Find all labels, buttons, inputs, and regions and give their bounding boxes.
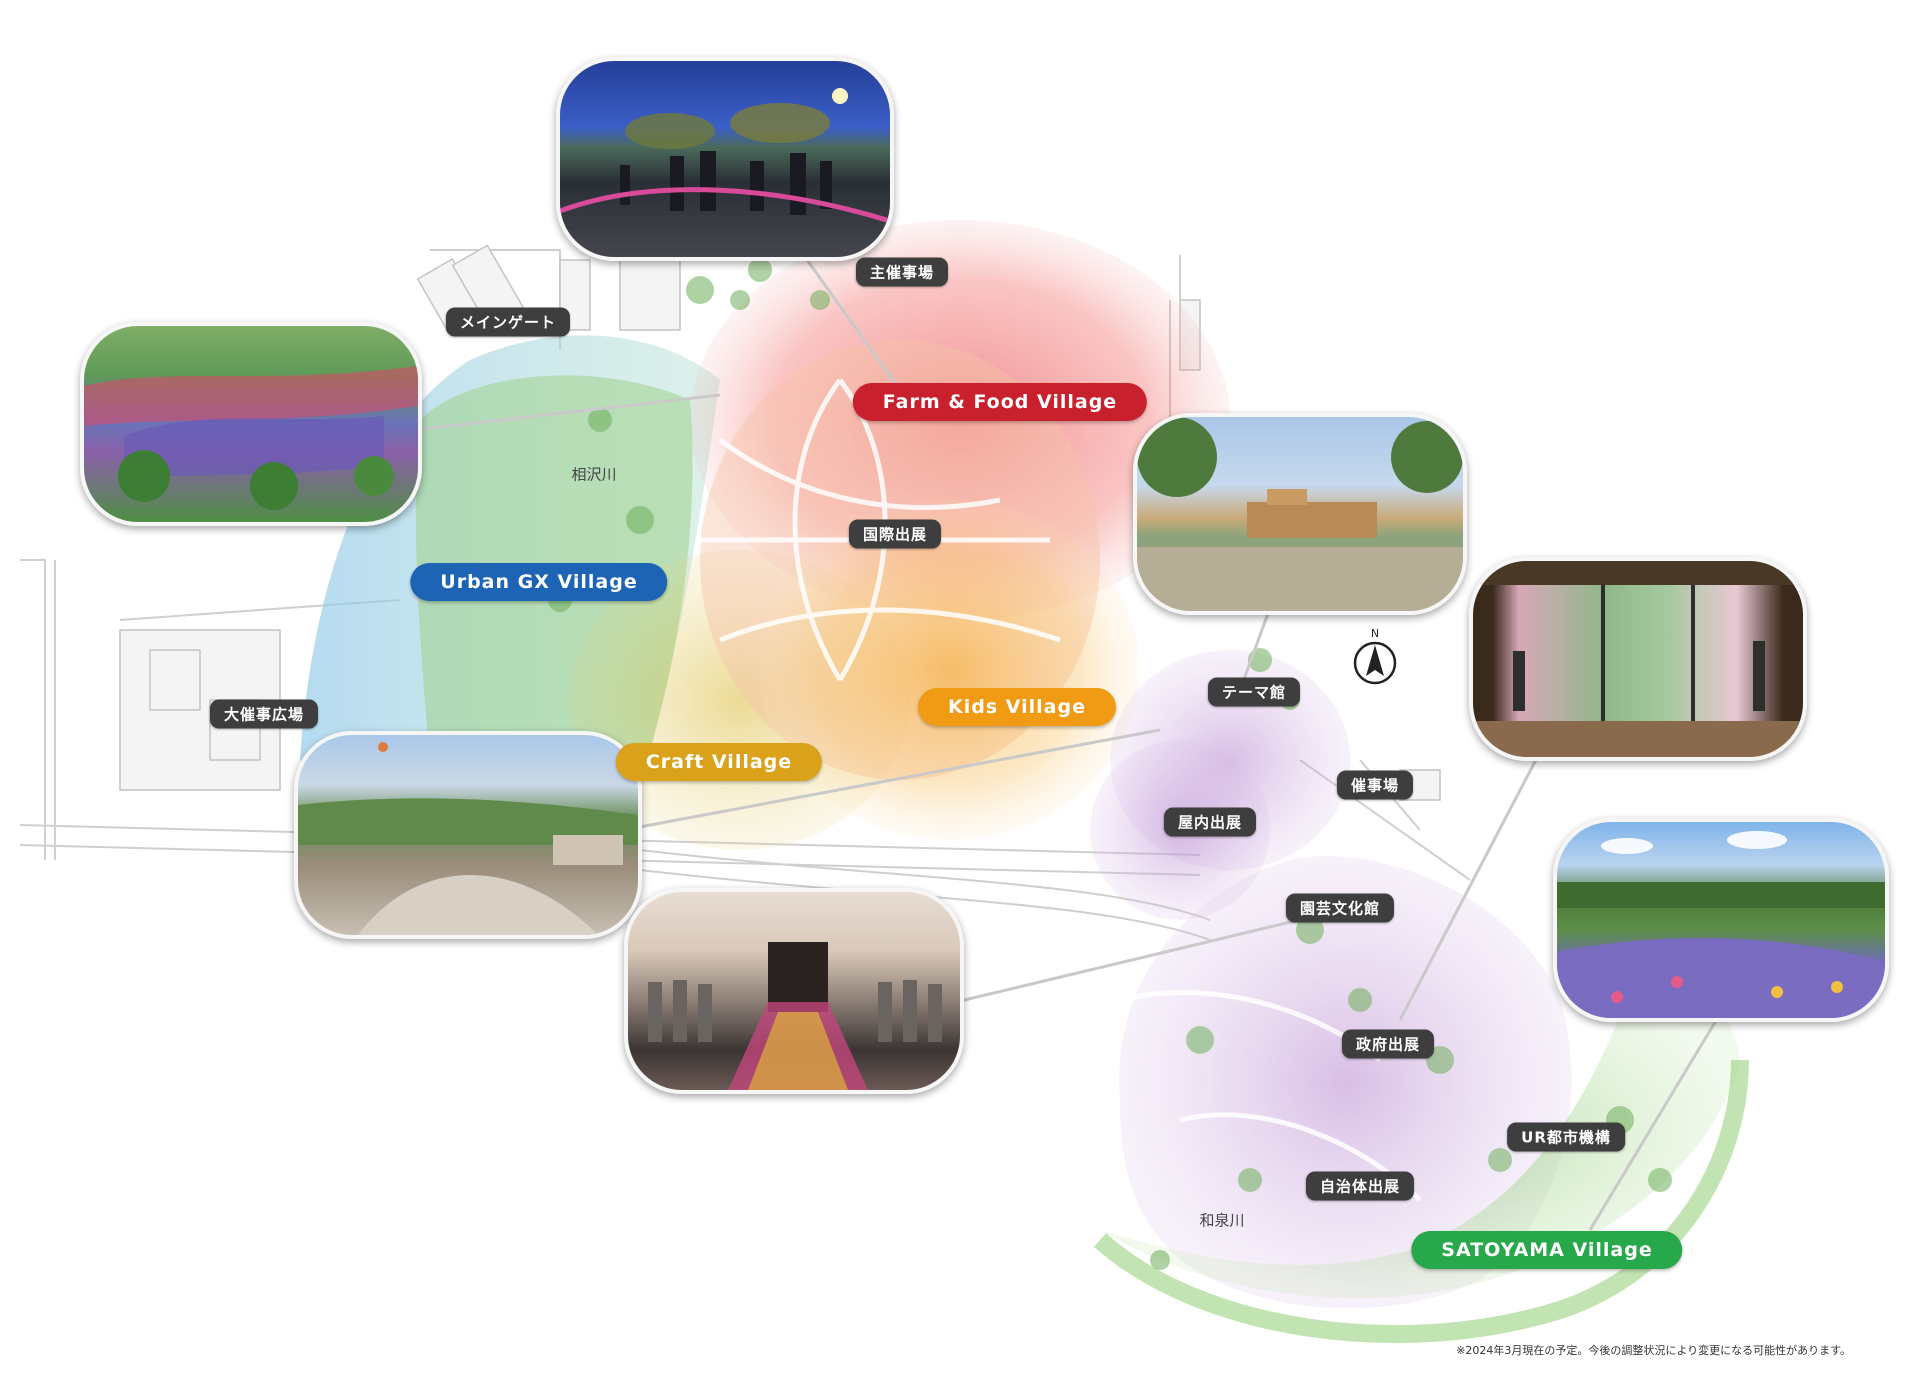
- theme-hall-label[interactable]: テーマ館: [1207, 677, 1301, 707]
- kids-zone: [760, 500, 1140, 840]
- night-scene-art: [560, 88, 890, 224]
- exhibition-hall-photo: [624, 888, 964, 1094]
- glass-hall-scene-art: [1473, 561, 1803, 757]
- farm-night-promenade-photo: [556, 57, 894, 261]
- satoyama-flower-field-photo: [1553, 818, 1889, 1022]
- main-gate-label[interactable]: メインゲート: [445, 307, 571, 337]
- connector-lines: [413, 249, 1722, 1231]
- municipal-exhibit-label[interactable]: 自治体出展: [1305, 1171, 1415, 1201]
- kids-village-label[interactable]: Kids Village: [918, 688, 1116, 726]
- urban-gx-garden-photo: [80, 322, 422, 526]
- indoor-exhibit-label[interactable]: 屋内出展: [1163, 807, 1257, 837]
- event-venue-label[interactable]: 催事場: [1336, 770, 1414, 800]
- glass-hall-interior-photo: [1469, 557, 1807, 761]
- compass: N: [1353, 627, 1397, 685]
- south-purple-zone: [1119, 856, 1572, 1309]
- farm-food-village-label[interactable]: Farm & Food Village: [852, 383, 1148, 421]
- izumi-river-label: 和泉川: [1199, 1211, 1245, 1230]
- flower-field-scene-art: [1557, 831, 1885, 1018]
- craft-village-label[interactable]: Craft Village: [615, 743, 823, 781]
- horticulture-hall-label[interactable]: 園芸文化館: [1285, 893, 1395, 923]
- ur-agency-label[interactable]: UR都市機構: [1507, 1122, 1625, 1152]
- plan-disclaimer-footnote: ※2024年3月現在の予定。今後の調整状況により変更になる可能性があります。: [1456, 1344, 1851, 1357]
- big-event-plaza-label[interactable]: 大催事広場: [209, 699, 319, 729]
- organizer-venue-label[interactable]: 主催事場: [855, 257, 949, 287]
- plaza-aerial-photo: [294, 731, 642, 939]
- satoyama-edge: [1093, 1059, 1749, 1343]
- satoyama-zone: [1100, 960, 1740, 1299]
- government-exhibit-label[interactable]: 政府出展: [1341, 1029, 1435, 1059]
- plaza-scene-art: [298, 742, 638, 935]
- compass-north-letter: N: [1371, 627, 1379, 640]
- international-exhibit-label[interactable]: 国際出展: [848, 519, 942, 549]
- urban-gx-village-label[interactable]: Urban GX Village: [410, 563, 668, 601]
- garden-scene-art: [84, 366, 418, 510]
- satoyama-village-label[interactable]: SATOYAMA Village: [1411, 1231, 1683, 1269]
- pavilion-scene-art: [1137, 417, 1463, 611]
- aizawa-river-label: 相沢川: [571, 465, 617, 484]
- hall-scene-art: [648, 942, 942, 1090]
- pavilion-exterior-photo: [1133, 413, 1467, 615]
